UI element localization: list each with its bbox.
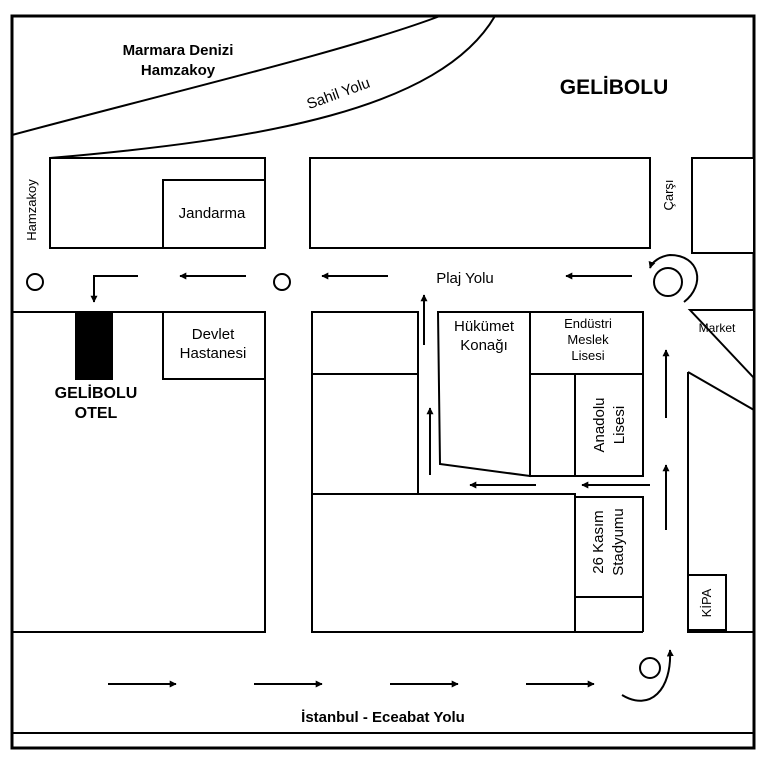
- block-anadolu: [574, 373, 644, 477]
- anadolu-label-line1: Anadolu: [591, 397, 608, 452]
- hospital-label-line1: Devlet: [192, 326, 235, 343]
- roundabout-south-turn: [621, 649, 674, 702]
- coastline: [11, 15, 441, 136]
- block-east-lower: [687, 371, 755, 633]
- market-label: Market: [699, 321, 736, 335]
- vocational-label-line3: Lisesi: [571, 348, 604, 363]
- block-jandarma: [162, 179, 266, 249]
- block-kipa: [687, 574, 727, 631]
- market-street-label: Çarşı: [661, 179, 676, 210]
- highway-label: İstanbul - Eceabat Yolu: [301, 709, 465, 726]
- block-vocational: [529, 311, 644, 375]
- coast-road-edge: [49, 15, 496, 159]
- block-hospital: [162, 311, 266, 380]
- town-title: GELİBOLU: [560, 76, 669, 99]
- hukumet-label-line1: Hükümet: [454, 318, 515, 335]
- hamzakoy-road-label: Hamzakoy: [24, 179, 39, 241]
- hotel-marker: [75, 311, 113, 380]
- hospital-label-line2: Hastanesi: [180, 345, 247, 362]
- hotel-name-line2: OTEL: [75, 405, 118, 422]
- arrow-to-hotel: [90, 275, 138, 303]
- block-north-center: [309, 157, 651, 249]
- hotel-name-line1: GELİBOLU: [55, 384, 138, 402]
- block-stadium: [574, 496, 644, 598]
- vocational-label-line1: Endüstri: [564, 316, 612, 331]
- block-inner-mid: [529, 373, 576, 477]
- anadolu-label-line2: Lisesi: [611, 406, 628, 444]
- beach-road-label: Plaj Yolu: [436, 270, 494, 287]
- hukumet-label-line2: Konağı: [460, 337, 508, 354]
- district-label: Hamzakoy: [141, 62, 216, 79]
- roundabout-east: [653, 267, 683, 297]
- jandarma-label: Jandarma: [179, 205, 246, 222]
- block-west-large: [12, 311, 266, 633]
- kipa-label: KİPA: [699, 588, 714, 617]
- block-market: [687, 309, 755, 381]
- roundabout-center: [273, 273, 291, 291]
- vocational-label-line2: Meslek: [567, 332, 609, 347]
- stadium-label-line1: 26 Kasım: [590, 510, 607, 573]
- roundabout-east-turn: [648, 253, 699, 303]
- block-center-mid: [311, 373, 419, 495]
- roundabout-west: [26, 273, 44, 291]
- stadium-label-line2: Stadyumu: [610, 508, 627, 576]
- block-north-east: [691, 157, 755, 254]
- block-center-upper: [311, 311, 419, 375]
- sea-label: Marmara Denizi: [123, 42, 234, 59]
- roundabout-south: [639, 657, 661, 679]
